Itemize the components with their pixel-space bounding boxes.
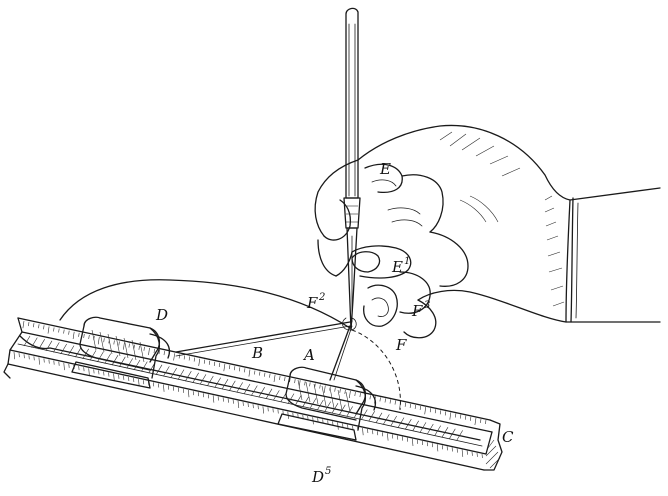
label-B: B	[251, 344, 263, 362]
label-F2-superscript: 2	[318, 292, 325, 303]
hand	[314, 124, 661, 339]
labels: E E 1 F 2 F 3 F D B A C D 5	[155, 160, 514, 486]
label-A: A	[302, 346, 315, 364]
label-F2: F	[306, 294, 318, 312]
label-E1: E	[391, 258, 403, 276]
label-D5-superscript: 5	[325, 466, 331, 477]
label-E: E	[379, 160, 391, 178]
clip-left	[71, 316, 171, 389]
pen-holder	[343, 7, 361, 331]
guide-lines	[59, 279, 401, 411]
label-F3: F	[411, 302, 423, 320]
ruler	[3, 317, 503, 471]
label-E1-superscript: 1	[404, 256, 410, 267]
label-D5: D	[311, 468, 324, 486]
clip-right	[277, 366, 377, 441]
label-C: C	[502, 428, 514, 446]
label-F3-superscript: 3	[424, 300, 430, 311]
label-D: D	[155, 306, 168, 324]
label-F: F	[395, 336, 407, 354]
